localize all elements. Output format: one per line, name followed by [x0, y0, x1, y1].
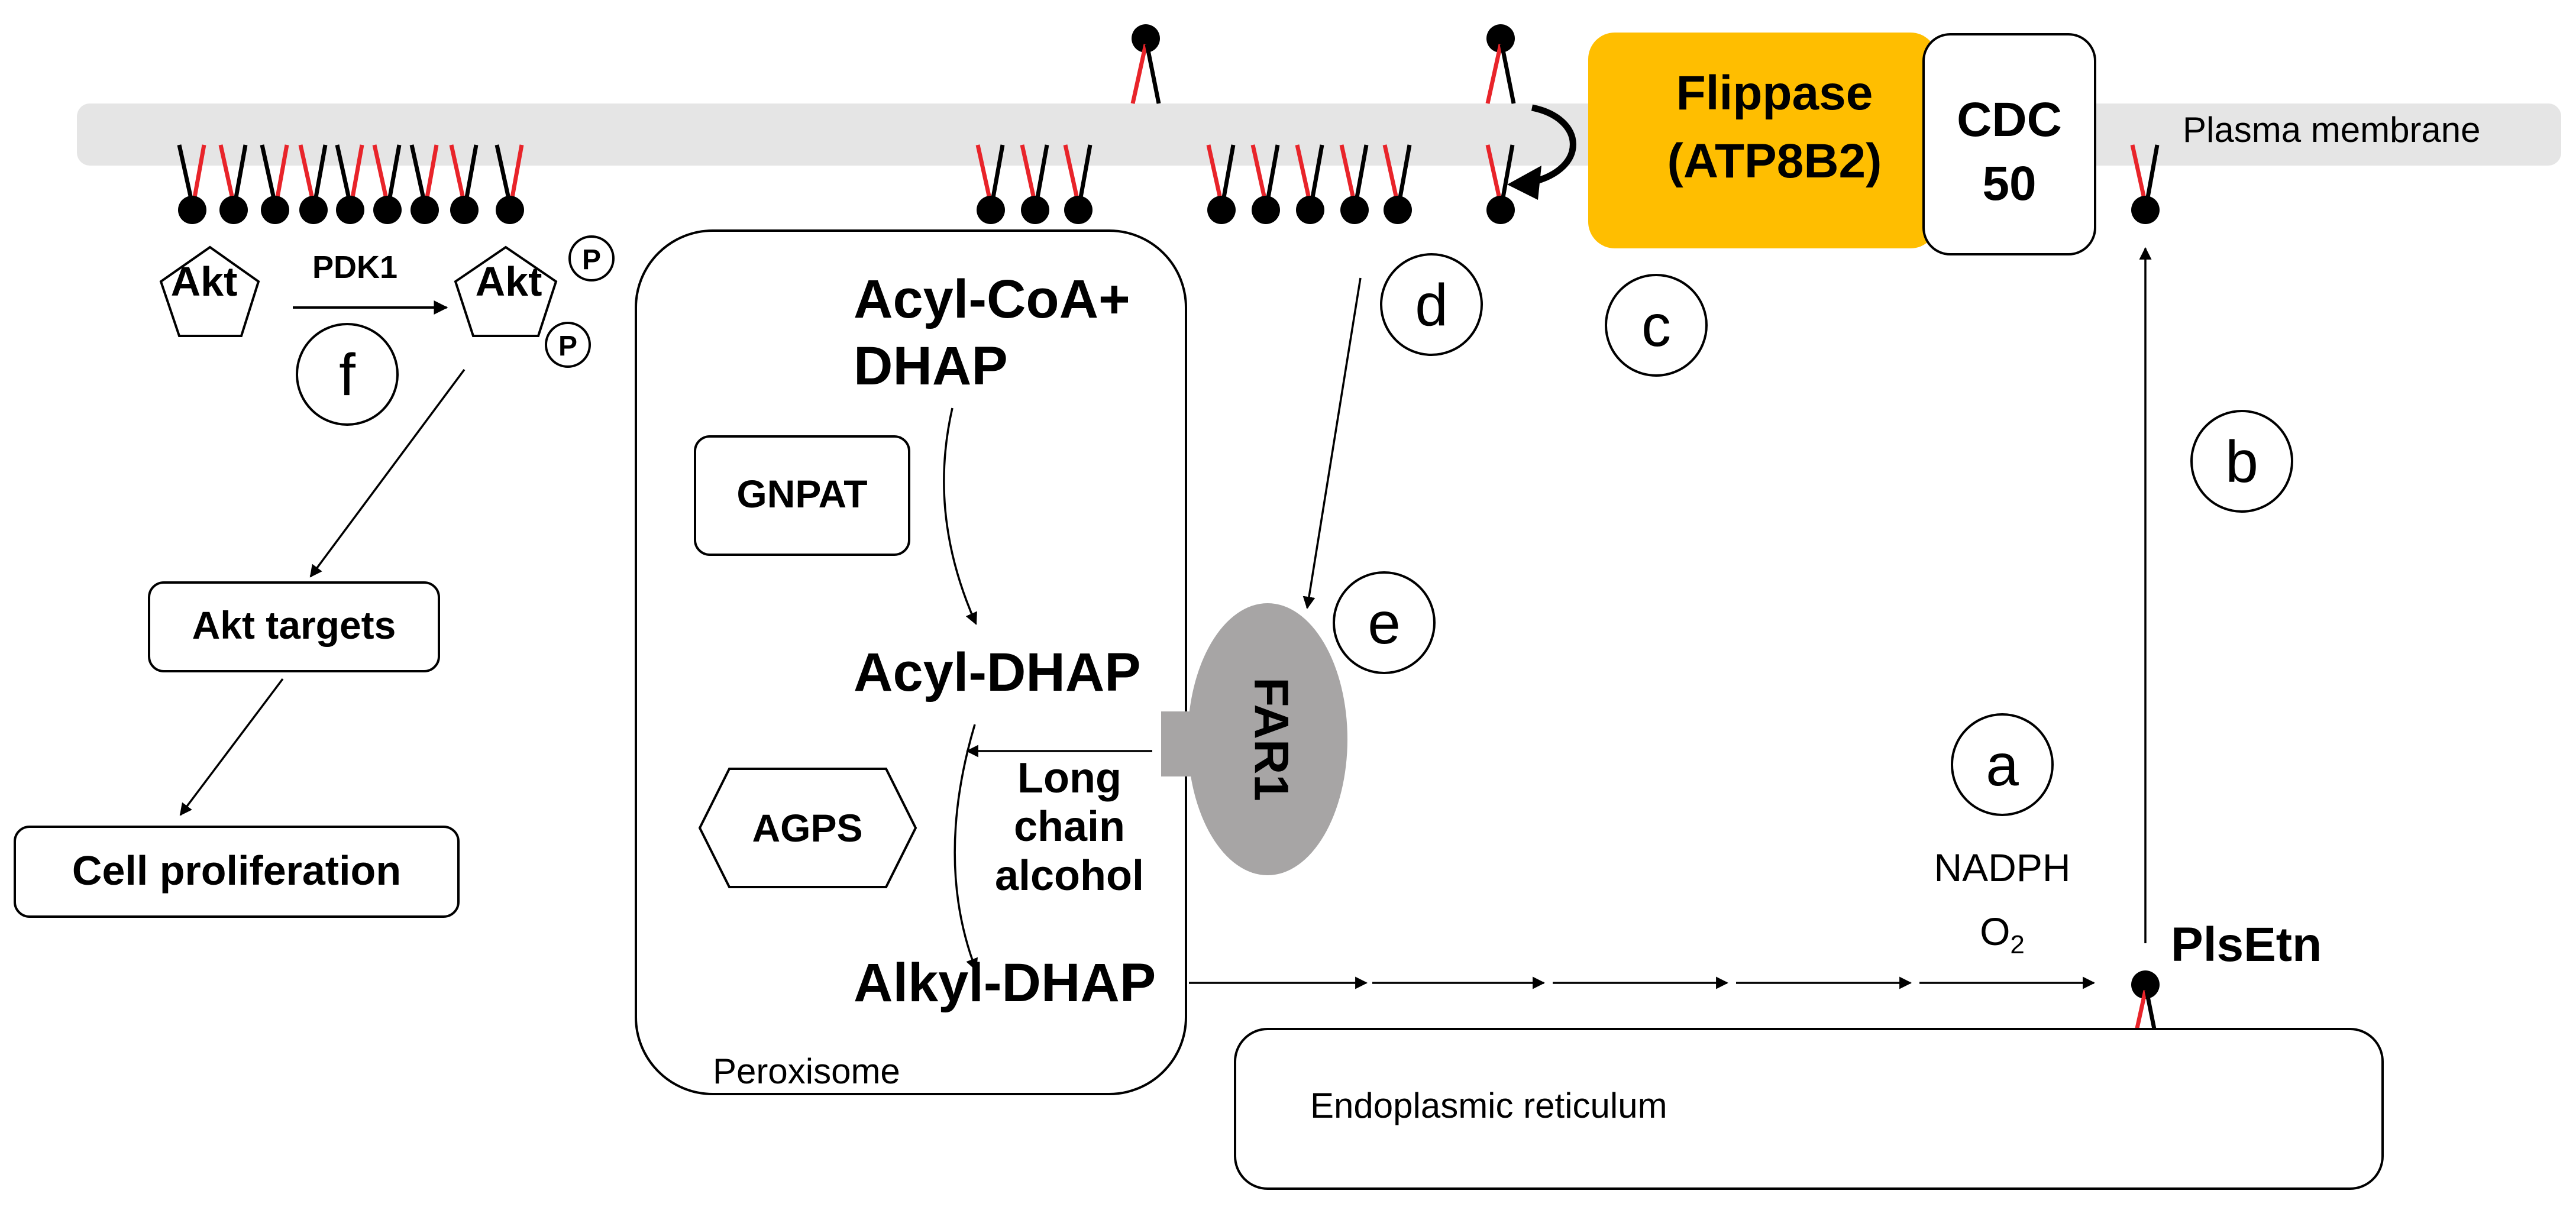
outer-leaflet-lipid — [1130, 24, 1161, 104]
membrane-lipid — [1295, 144, 1324, 224]
step-f-label: f — [339, 342, 355, 408]
gnpat-label: GNPAT — [736, 472, 867, 516]
membrane-lipid — [177, 144, 206, 224]
phosphate-label-1: P — [582, 244, 601, 276]
step-f-marker — [296, 323, 399, 426]
plsetn-label: PlsEtn — [2171, 918, 2322, 972]
oxygen-label: O2 — [1980, 910, 2025, 959]
step-c-label: c — [1641, 293, 1671, 359]
akt-phosphorylated-shape — [454, 245, 558, 337]
membrane-lipid — [975, 144, 1005, 224]
far1-label: FAR1 — [1244, 677, 1298, 801]
step-b-marker — [2190, 410, 2293, 513]
step-c-marker — [1605, 274, 1708, 377]
membrane-lipid — [1020, 144, 1049, 224]
membrane-lipid — [494, 144, 524, 224]
membrane-lipid — [1250, 144, 1280, 224]
gnpat-box — [694, 435, 910, 556]
step-a-label: a — [1986, 732, 2019, 798]
lipid-group — [177, 24, 2161, 1050]
flipped-lipid-inner — [1485, 144, 1515, 224]
membrane-lipid — [372, 144, 402, 224]
lipid-to-far1-arrow — [1302, 277, 1362, 610]
membrane-lipid — [1206, 144, 1236, 224]
agps-shape — [698, 768, 917, 888]
cdc50-label-line1: CDC — [1957, 93, 2062, 147]
phosphate-marker-1 — [568, 235, 615, 281]
membrane-lipid — [409, 144, 439, 224]
cell-proliferation-label: Cell proliferation — [72, 847, 401, 894]
peroxisome-compartment — [635, 229, 1187, 1095]
step-e-marker — [1333, 571, 1436, 674]
flip-arrowhead — [1507, 166, 1541, 200]
transported-plsetn-lipid — [2130, 144, 2160, 224]
far1-protein — [1161, 603, 1347, 875]
acyl-dhap-label: Acyl-DHAP — [854, 642, 1141, 703]
long-chain-alcohol-line2: chain — [1014, 803, 1125, 850]
membrane-lipid — [1339, 144, 1369, 224]
endoplasmic-reticulum — [1234, 1028, 2384, 1190]
step-d-marker — [1380, 253, 1483, 356]
flipped-lipid-outer — [1485, 24, 1516, 104]
flip-arrow — [1531, 104, 1576, 186]
agps-label: AGPS — [752, 806, 862, 850]
cdc50-protein — [1922, 33, 2096, 255]
akt-phosphorylated-label: Akt — [476, 258, 542, 305]
alkyl-dhap-label: Alkyl-DHAP — [854, 953, 1156, 1013]
akt-targets-label: Akt targets — [192, 603, 396, 647]
step-a-marker — [1951, 713, 2054, 816]
pdk1-label: PDK1 — [312, 250, 397, 285]
membrane-lipid — [1063, 144, 1093, 224]
acyl-coa-dhap-line1: Acyl-CoA+ — [854, 269, 1130, 329]
akt-shape — [159, 245, 260, 337]
nadph-label: NADPH — [1934, 846, 2070, 889]
flippase-label-line1: Flippase — [1676, 66, 1873, 120]
flippase-label-line2: (ATP8B2) — [1667, 134, 1882, 188]
membrane-lipid — [449, 144, 479, 224]
membrane-lipid — [260, 144, 289, 224]
flippase-complex — [1588, 33, 1937, 248]
long-chain-alcohol-line1: Long — [1017, 755, 1121, 802]
cdc50-label-line2: 50 — [1982, 157, 2036, 211]
akt-label: Akt — [171, 258, 238, 305]
phosphate-label-2: P — [558, 331, 577, 362]
phosphate-marker-2 — [545, 322, 591, 368]
membrane-lipid — [218, 144, 248, 224]
step-e-label: e — [1368, 590, 1401, 656]
endoplasmic-reticulum-label: Endoplasmic reticulum — [1310, 1086, 1667, 1125]
peroxisome-label: Peroxisome — [713, 1051, 900, 1091]
long-chain-alcohol-line3: alcohol — [995, 852, 1144, 899]
targets-to-proliferation-arrow — [179, 678, 284, 816]
agps-reaction-arrow — [954, 724, 978, 971]
membrane-lipid — [335, 144, 364, 224]
plasma-membrane-label: Plasma membrane — [2183, 110, 2481, 150]
membrane-lipid — [1382, 144, 1412, 224]
gnpat-reaction-arrow — [943, 407, 977, 625]
step-d-label: d — [1415, 272, 1448, 338]
akt-to-targets-arrow — [309, 368, 466, 578]
membrane-lipid — [298, 144, 328, 224]
akt-targets-box — [148, 581, 440, 672]
cell-proliferation-box — [14, 826, 460, 918]
step-b-label: b — [2225, 429, 2258, 495]
acyl-coa-dhap-line2: DHAP — [854, 336, 1008, 396]
